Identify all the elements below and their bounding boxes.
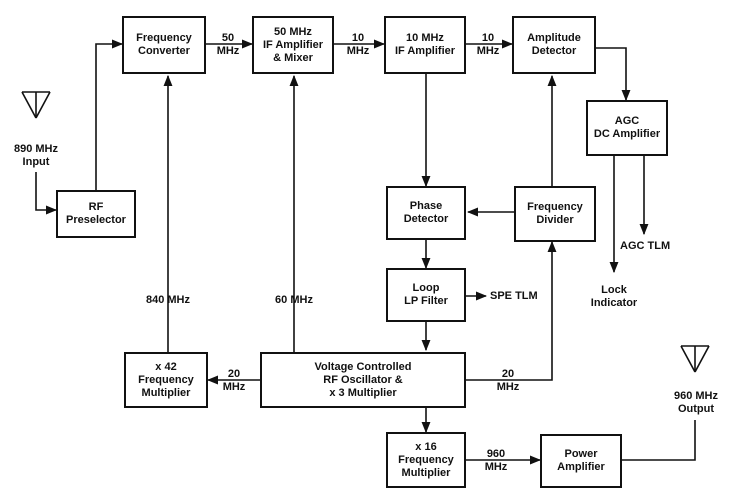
agc-dc-amplifier-block: AGC DC Amplifier xyxy=(586,100,668,156)
freq-50mhz-label: 50 MHz xyxy=(216,32,240,57)
freq-10mhz-label-a: 10 MHz xyxy=(346,32,370,57)
freq-840mhz-label: 840 MHz xyxy=(145,294,191,306)
frequency-divider-block: Frequency Divider xyxy=(514,186,596,242)
if-amplifier-10mhz-block: 10 MHz IF Amplifier xyxy=(384,16,466,74)
power-amplifier-label: Power Amplifier xyxy=(557,448,605,473)
input-antenna-icon xyxy=(21,91,51,119)
frequency-converter-label: Frequency Converter xyxy=(136,32,192,57)
amplitude-detector-block: Amplitude Detector xyxy=(512,16,596,74)
x42-frequency-multiplier-block: x 42 Frequency Multiplier xyxy=(124,352,208,408)
amplitude-detector-label: Amplitude Detector xyxy=(527,32,581,57)
vco-block: Voltage Controlled RF Oscillator & x 3 M… xyxy=(260,352,466,408)
frequency-divider-label: Frequency Divider xyxy=(527,201,583,226)
input-label: 890 MHz Input xyxy=(13,143,59,168)
rf-preselector-block: RF Preselector xyxy=(56,190,136,238)
freq-60mhz-label: 60 MHz xyxy=(275,294,313,306)
frequency-converter-block: Frequency Converter xyxy=(122,16,206,74)
loop-lp-filter-block: Loop LP Filter xyxy=(386,268,466,322)
freq-20mhz-label-b: 20 MHz xyxy=(496,368,520,393)
freq-960mhz-label: 960 MHz xyxy=(484,448,508,473)
agc-dc-amplifier-label: AGC DC Amplifier xyxy=(593,115,661,140)
output-antenna-icon xyxy=(680,345,710,373)
power-amplifier-block: Power Amplifier xyxy=(540,434,622,488)
x16-frequency-multiplier-label: x 16 Frequency Multiplier xyxy=(398,440,454,479)
freq-10mhz-label-b: 10 MHz xyxy=(476,32,500,57)
if-amplifier-50mhz-block: 50 MHz IF Amplifier & Mixer xyxy=(252,16,334,74)
if-amplifier-10mhz-label: 10 MHz IF Amplifier xyxy=(394,32,456,57)
vco-label: Voltage Controlled RF Oscillator & x 3 M… xyxy=(314,360,412,399)
agc-tlm-label: AGC TLM xyxy=(620,240,671,252)
spe-tlm-label: SPE TLM xyxy=(490,290,538,302)
x42-frequency-multiplier-label: x 42 Frequency Multiplier xyxy=(138,360,194,399)
phase-detector-block: Phase Detector xyxy=(386,186,466,240)
lock-indicator-label: Lock Indicator xyxy=(590,284,638,309)
loop-lp-filter-label: Loop LP Filter xyxy=(404,282,448,307)
x16-frequency-multiplier-block: x 16 Frequency Multiplier xyxy=(386,432,466,488)
if-amplifier-50mhz-label: 50 MHz IF Amplifier & Mixer xyxy=(262,25,324,64)
rf-preselector-label: RF Preselector xyxy=(66,201,126,226)
output-label: 960 MHz Output xyxy=(673,390,719,415)
freq-20mhz-label-a: 20 MHz xyxy=(222,368,246,393)
phase-detector-label: Phase Detector xyxy=(403,200,449,225)
